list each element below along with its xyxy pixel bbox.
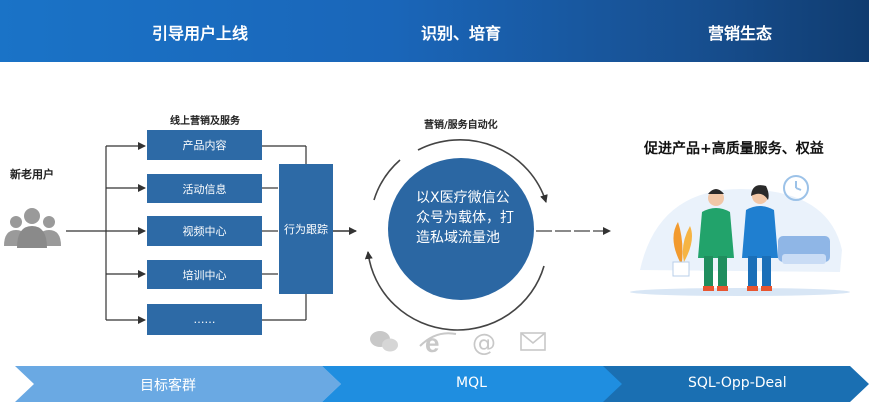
stage-chevron-2 bbox=[322, 366, 639, 402]
right-title: 促进产品+高质量服务、权益 bbox=[644, 141, 824, 157]
header-title-identify: 识别、培育 bbox=[421, 24, 502, 43]
service-box-video: 视频中心 bbox=[147, 216, 262, 246]
stage-chevron-3 bbox=[603, 366, 869, 402]
user-group-icon bbox=[4, 208, 61, 248]
behavior-tracking-box: 行为跟踪 bbox=[279, 164, 333, 294]
mail-icon bbox=[520, 332, 546, 351]
header-band: 引导用户上线 识别、培育 营销生态 bbox=[0, 0, 869, 62]
services-title: 线上营销及服务 bbox=[170, 116, 240, 127]
at-sign-icon: @ bbox=[472, 329, 496, 357]
header-title-ecosystem: 营销生态 bbox=[708, 24, 773, 43]
automation-title: 营销/服务自动化 bbox=[424, 120, 498, 131]
stage-chevron-1 bbox=[15, 366, 341, 402]
service-box-product: 产品内容 bbox=[147, 130, 262, 160]
header-title-guide: 引导用户上线 bbox=[152, 24, 249, 43]
ie-browser-icon: e bbox=[419, 328, 457, 358]
stage-label-mql: MQL bbox=[456, 375, 487, 391]
stage-label-target: 目标客群 bbox=[140, 378, 196, 394]
healthcare-workers-illustration bbox=[630, 175, 850, 296]
service-box-activity: 活动信息 bbox=[147, 174, 262, 203]
user-label: 新老用户 bbox=[10, 168, 54, 181]
svg-text:@: @ bbox=[472, 329, 496, 357]
service-box-more: …… bbox=[147, 304, 262, 335]
service-box-training: 培训中心 bbox=[147, 260, 262, 289]
svg-text:e: e bbox=[425, 328, 439, 358]
stage-label-sql: SQL-Opp-Deal bbox=[688, 375, 787, 391]
private-traffic-pool-circle: 以X医疗微信公众号为载体，打造私域流量池 bbox=[388, 158, 534, 300]
circle-text: 以X医疗微信公众号为载体，打造私域流量池 bbox=[416, 190, 514, 246]
wechat-icon bbox=[370, 331, 398, 352]
